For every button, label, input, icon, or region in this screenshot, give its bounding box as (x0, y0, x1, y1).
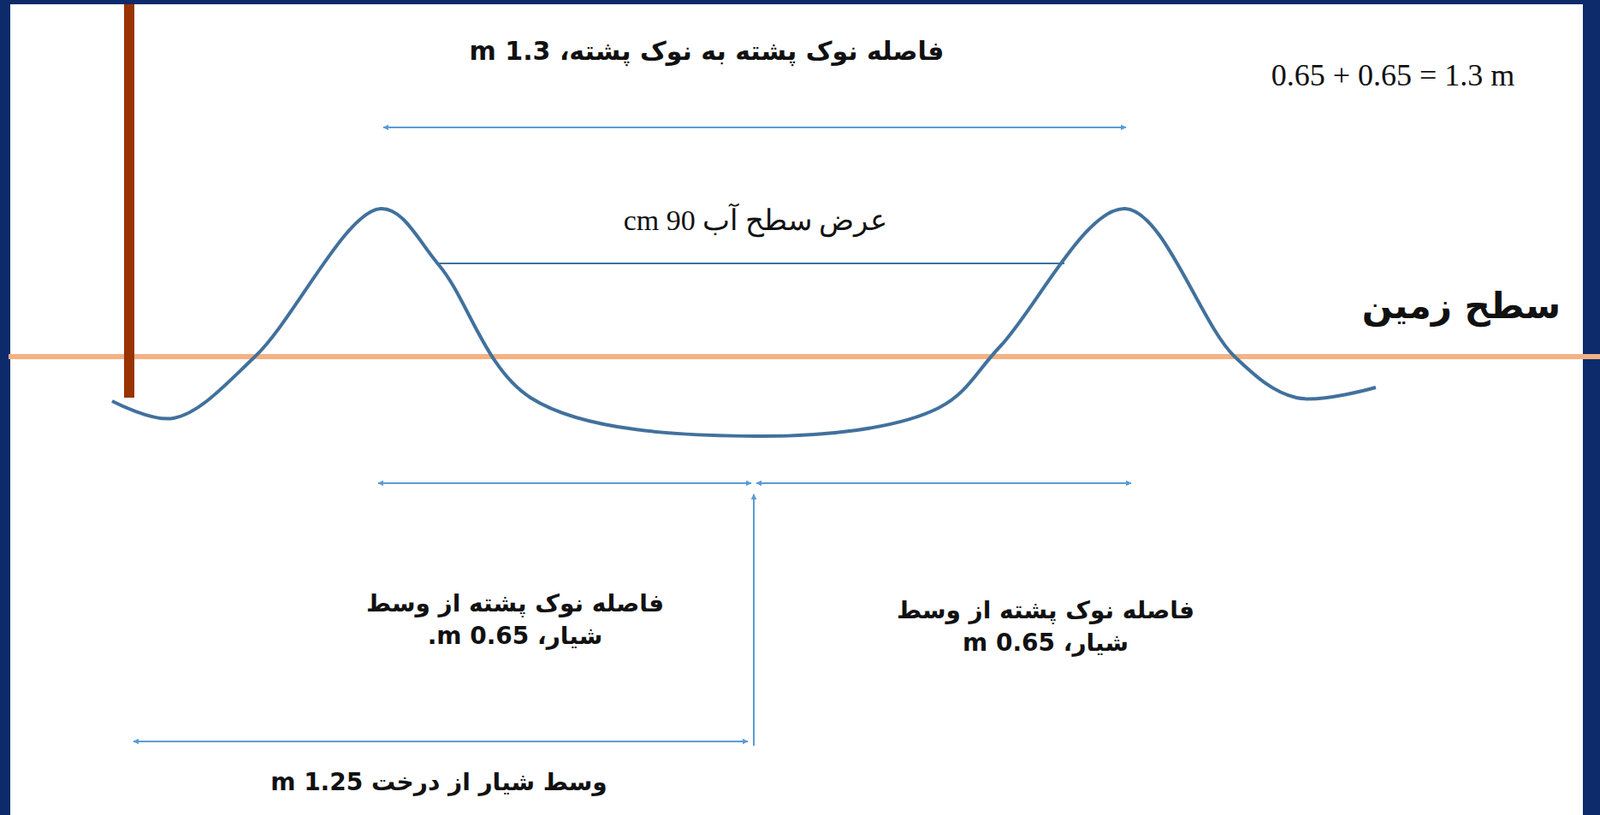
dimension-arrow (378, 482, 752, 485)
dimension-label: فاصله نوک پشته از وسط شیار، 0.65 m (869, 594, 1222, 660)
formula-note: 0.65 + 0.65 = 1.3 m (1268, 54, 1519, 97)
furrow-profile (112, 208, 1376, 437)
dimension-label: عرض سطح آب 90 cm (620, 201, 892, 241)
dimension-label: فاصله نوک پشته از وسط شیار، 0.65 m. (336, 587, 695, 653)
dimension-label: فاصله نوک پشته به نوک پشته، 1.3 m (466, 34, 949, 70)
ground-line (8, 354, 1600, 360)
slide-ground (10, 4, 1583, 815)
water-surface (438, 262, 1065, 265)
dimension-arrow (383, 126, 1126, 129)
ground-label: سطح زمین (1358, 282, 1565, 332)
center-pointer-arrow (752, 494, 755, 747)
dimension-arrow (133, 740, 748, 743)
tree-trunk (124, 4, 135, 398)
dimension-arrow (756, 482, 1132, 485)
dimension-label: وسط شیار از درخت 1.25 m (266, 766, 611, 800)
